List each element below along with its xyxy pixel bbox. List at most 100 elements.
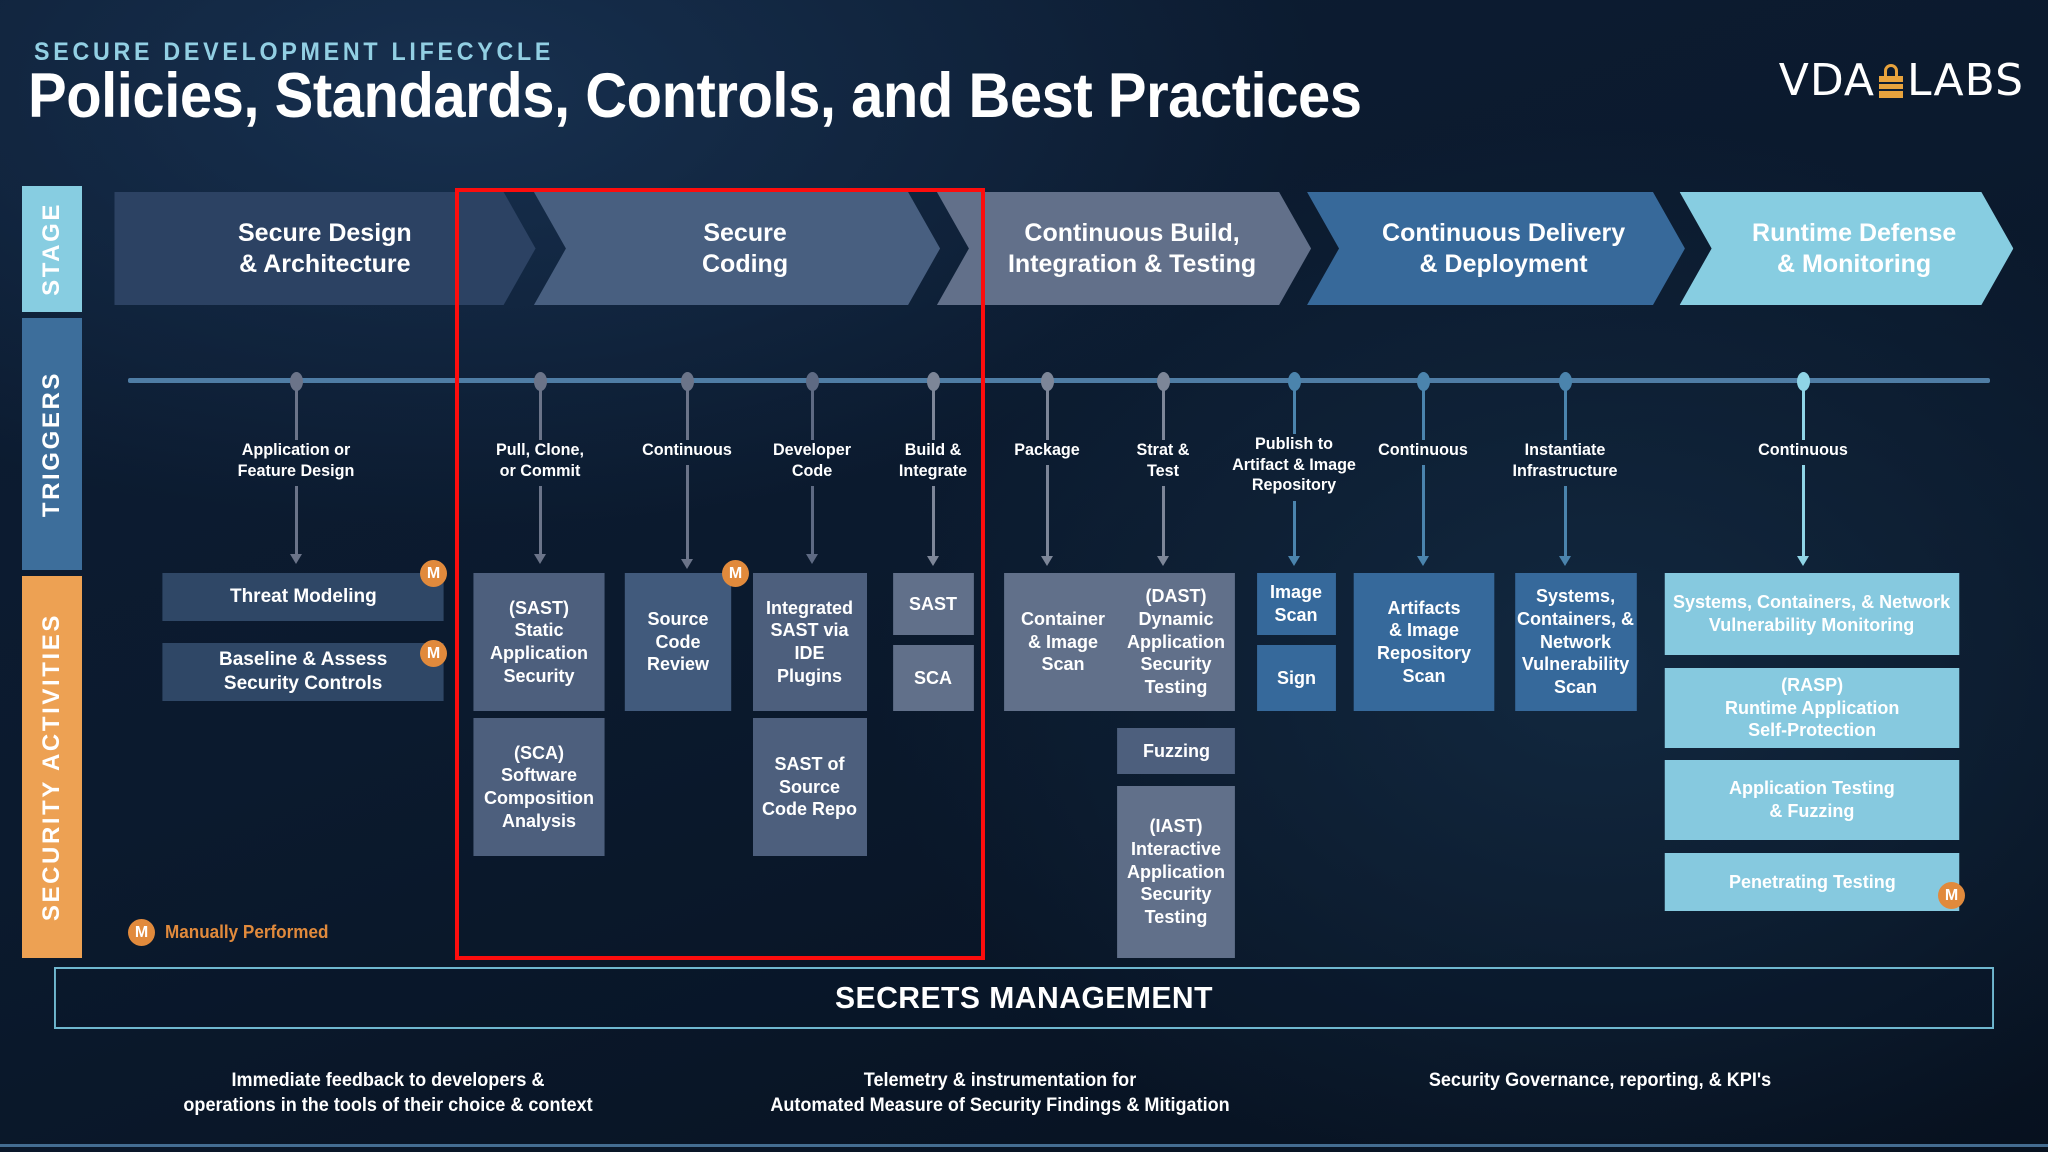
logo-text-labs: LABS xyxy=(1907,55,2024,106)
trigger-arrow-6 xyxy=(1040,465,1053,566)
trigger-stem-top-8 xyxy=(1292,386,1296,434)
activity-box-20[interactable]: Application Testing& Fuzzing xyxy=(1664,760,1960,840)
footer-caption-3: Security Governance, reporting, & KPI's xyxy=(1428,1070,1772,1091)
manual-badge-icon: M xyxy=(420,640,447,667)
trigger-stem-top-3 xyxy=(685,386,689,440)
row-label-triggers: TRIGGERS xyxy=(22,318,82,570)
activity-label: Fuzzing xyxy=(1142,740,1210,761)
activity-label: Application Testing& Fuzzing xyxy=(1729,778,1895,821)
trigger-arrow-8 xyxy=(1287,501,1300,566)
trigger-label-2: Pull, Clone,or Commit xyxy=(496,440,584,480)
page-title: Policies, Standards, Controls, and Best … xyxy=(28,61,1362,131)
stage-arrow-5[interactable]: Runtime Defense& Monitoring xyxy=(1680,192,2014,305)
trigger-label-6: Package xyxy=(1014,440,1080,459)
activity-box-15[interactable]: Sign xyxy=(1257,645,1336,711)
trigger-stem-top-9 xyxy=(1421,386,1425,440)
manual-badge-icon: M xyxy=(722,560,749,587)
trigger-arrow-7 xyxy=(1156,486,1169,566)
stage-label: Secure Design& Architecture xyxy=(238,219,412,278)
trigger-arrow-1 xyxy=(289,486,302,564)
row-label-security-activities: SECURITY ACTIVITIES xyxy=(22,576,82,958)
trigger-dot-7[interactable] xyxy=(1156,372,1170,391)
bottom-rule xyxy=(0,1144,2048,1147)
stage-arrow-1[interactable]: Secure Design& Architecture xyxy=(114,192,535,305)
activity-label: Threat Modeling xyxy=(229,586,377,608)
trigger-label-5: Build &Integrate xyxy=(898,440,968,480)
trigger-dot-11[interactable] xyxy=(1796,372,1810,391)
trigger-dot-8[interactable] xyxy=(1287,372,1301,391)
stage-label: Continuous Build,Integration & Testing xyxy=(1007,219,1257,278)
trigger-dot-6[interactable] xyxy=(1040,372,1054,391)
row-label-stage: STAGE xyxy=(22,186,82,312)
trigger-dot-5[interactable] xyxy=(926,372,940,391)
trigger-label-11: Continuous xyxy=(1758,440,1848,459)
manual-legend: M Manually Performed xyxy=(128,919,337,946)
trigger-stem-top-7 xyxy=(1161,386,1165,440)
manual-legend-label: Manually Performed xyxy=(165,922,329,942)
activity-box-21[interactable]: Penetrating Testing xyxy=(1664,853,1960,911)
trigger-arrow-4 xyxy=(805,486,818,564)
stage-arrow-4[interactable]: Continuous Delivery& Deployment xyxy=(1307,192,1685,305)
trigger-dot-10[interactable] xyxy=(1558,372,1572,391)
trigger-stem-top-1 xyxy=(294,386,298,440)
padlock-icon xyxy=(1878,63,1904,98)
stage-arrow-3[interactable]: Continuous Build,Integration & Testing xyxy=(937,192,1311,305)
trigger-label-7: Strat &Test xyxy=(1136,440,1190,480)
manual-badge-icon: M xyxy=(1938,882,1965,909)
stage-label: Continuous Delivery& Deployment xyxy=(1382,219,1626,278)
trigger-dot-1[interactable] xyxy=(289,372,303,391)
trigger-dot-9[interactable] xyxy=(1416,372,1430,391)
trigger-stem-top-10 xyxy=(1563,386,1567,440)
activity-box-8[interactable]: SAST xyxy=(893,573,974,635)
trigger-dot-2[interactable] xyxy=(533,372,547,391)
trigger-arrow-5 xyxy=(926,486,939,566)
logo-text-vda: VDA xyxy=(1778,55,1876,106)
manual-badge-icon: M xyxy=(420,560,447,587)
activity-box-9[interactable]: SCA xyxy=(893,645,974,711)
trigger-dot-4[interactable] xyxy=(805,372,819,391)
trigger-stem-top-6 xyxy=(1045,386,1049,440)
footer-caption-1: Immediate feedback to developers &operat… xyxy=(183,1070,593,1117)
activity-box-1[interactable]: Threat Modeling xyxy=(162,573,444,621)
trigger-dot-3[interactable] xyxy=(680,372,694,391)
trigger-stem-top-5 xyxy=(931,386,935,440)
trigger-timeline xyxy=(128,378,1990,383)
trigger-arrow-11 xyxy=(1796,465,1809,566)
activity-label: SAST xyxy=(909,593,958,614)
activity-label: SCA xyxy=(914,667,953,688)
trigger-label-9: Continuous xyxy=(1378,440,1468,459)
manual-badge-icon: M xyxy=(128,919,155,946)
stage-label: Runtime Defense& Monitoring xyxy=(1752,219,1957,278)
trigger-stem-top-4 xyxy=(810,386,814,440)
activity-box-12[interactable]: Fuzzing xyxy=(1117,728,1235,774)
